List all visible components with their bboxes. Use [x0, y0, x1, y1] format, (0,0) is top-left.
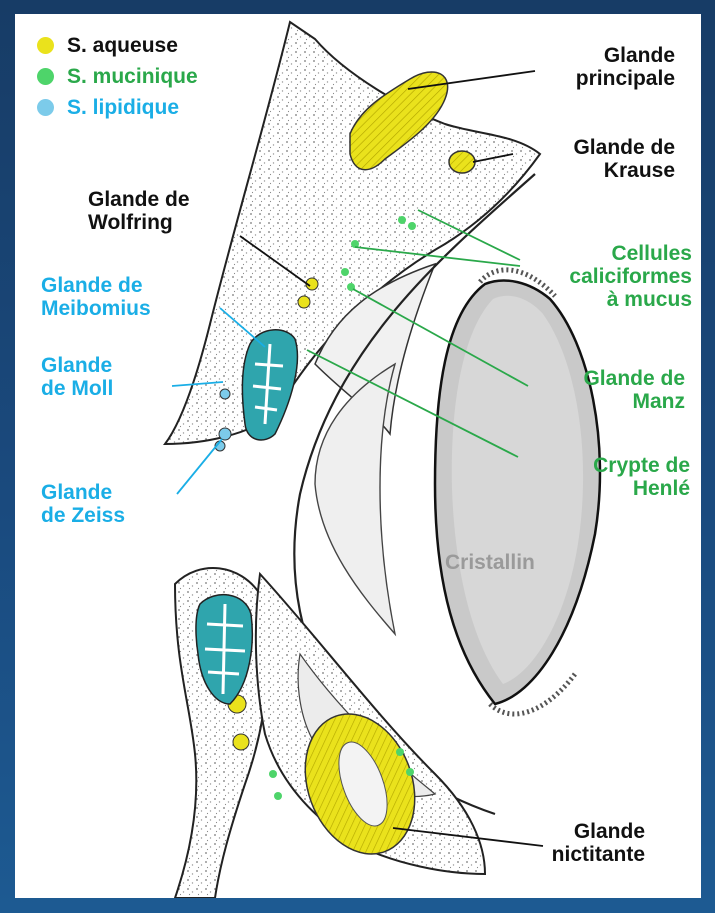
label-line: caliciformes	[520, 265, 692, 288]
label-line: Glande	[41, 354, 113, 377]
glande-krause-shape	[449, 151, 475, 173]
goblet-cell-2	[408, 222, 416, 230]
legend-label: S. aqueuse	[67, 34, 178, 57]
label-line: Crypte de	[530, 454, 690, 477]
label-line: Glande de	[88, 188, 190, 211]
leader-glande-zeiss	[177, 439, 222, 494]
label-line: Meibomius	[41, 297, 151, 320]
mucinique-swatch	[37, 68, 54, 85]
label-glande-nictitante: Glande nictitante	[515, 820, 645, 866]
label-line: de Zeiss	[41, 504, 125, 527]
label-line: nictitante	[515, 843, 645, 866]
label-line: Glande	[515, 820, 645, 843]
label-line: Krause	[515, 159, 675, 182]
label-line: Henlé	[530, 477, 690, 500]
label-line: principale	[535, 67, 675, 90]
label-line: Glande de	[515, 136, 675, 159]
label-line: Wolfring	[88, 211, 190, 234]
anterior-chamber	[315, 364, 395, 634]
lower-goblet-1	[396, 748, 404, 756]
label-line: à mucus	[520, 288, 692, 311]
label-glande-krause: Glande de Krause	[515, 136, 675, 182]
label-cellules-caliciformes: Cellules caliciformes à mucus	[520, 242, 692, 311]
legend-label: S. lipidique	[67, 96, 179, 119]
label-glande-zeiss: Glande de Zeiss	[41, 481, 125, 527]
label-line: Glande de	[530, 367, 685, 390]
aqueuse-swatch	[37, 37, 54, 54]
figure-panel: S. aqueuse S. mucinique S. lipidique Gla…	[15, 14, 701, 898]
glande-wolfring-shape-2	[298, 296, 310, 308]
label-line: de Moll	[41, 377, 113, 400]
lower-goblet-4	[274, 792, 282, 800]
label-glande-manz: Glande de Manz	[530, 367, 685, 413]
goblet-cell-4	[341, 268, 349, 276]
label-line: Glande	[41, 481, 125, 504]
label-crypte-henle: Crypte de Henlé	[530, 454, 690, 500]
lower-goblet-2	[406, 768, 414, 776]
glande-moll-shape	[220, 389, 230, 399]
label-line: Cellules	[520, 242, 692, 265]
label-glande-principale: Glande principale	[535, 44, 675, 90]
lipidique-swatch	[37, 99, 54, 116]
glande-zeiss-shape	[219, 428, 231, 440]
label-glande-meibomius: Glande de Meibomius	[41, 274, 151, 320]
label-line: Manz	[530, 390, 685, 413]
label-line: Glande de	[41, 274, 151, 297]
label-cristallin: Cristallin	[445, 551, 535, 574]
lower-yellow-2	[233, 734, 249, 750]
lower-goblet-3	[269, 770, 277, 778]
label-glande-moll: Glande de Moll	[41, 354, 113, 400]
label-line: Glande	[535, 44, 675, 67]
legend-label: S. mucinique	[67, 65, 198, 88]
label-glande-wolfring: Glande de Wolfring	[88, 188, 190, 234]
goblet-cell-1	[398, 216, 406, 224]
